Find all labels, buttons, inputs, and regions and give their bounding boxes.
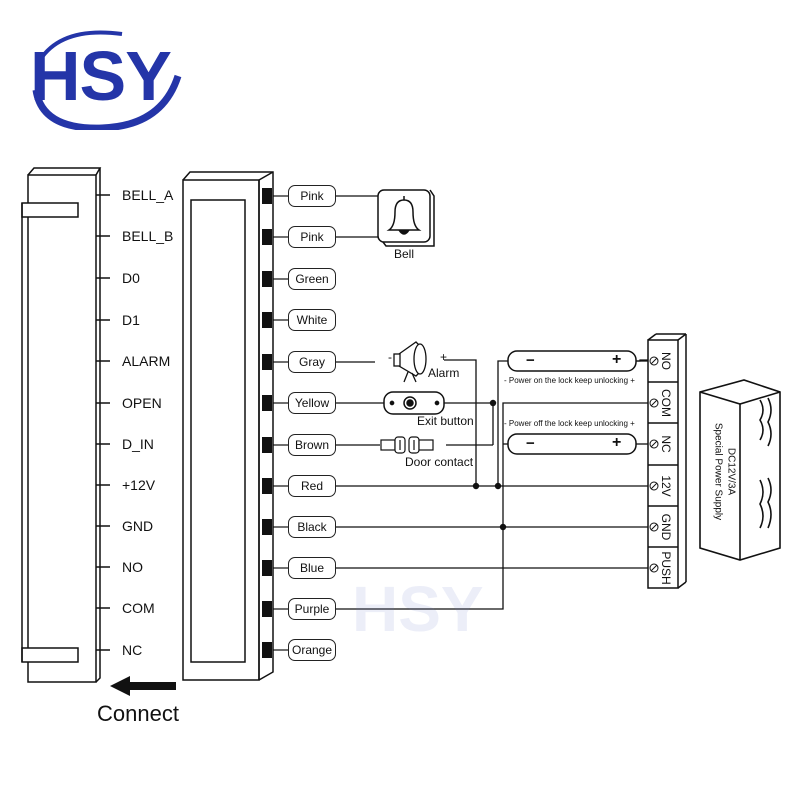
lock-no-minus: − [526,352,535,369]
watermark: HSY [352,573,484,645]
wire-tag-yellow: Yellow [288,392,336,414]
terminal-com: COM [659,389,673,417]
pin-label-bell-a: BELL_A [122,187,174,203]
logo-swoosh [32,30,182,130]
pin-label-gnd: GND [122,518,154,534]
lock-no-bar [507,350,637,372]
pin-label-d1: D1 [122,312,140,328]
lock-nc-minus: − [526,435,535,452]
power-supply-box [699,379,781,561]
alarm-minus-label: - [388,350,392,364]
pin-label-no: NO [122,559,143,575]
bell-icon [377,189,435,247]
alarm-label: Alarm [428,366,460,380]
connector-pins [262,188,272,658]
bell-label: Bell [394,247,415,261]
terminal-nc: NC [659,435,673,453]
wire-tag-pink-a: Pink [288,185,336,207]
arrow-left-icon [110,676,176,696]
wire-tag-orange: Orange [288,639,336,661]
lock-no-plus: + [612,351,622,368]
wire-tag-brown: Brown [288,434,336,456]
controller-board [21,167,102,683]
pin-label-nc: NC [122,642,143,658]
terminal-push: PUSH [659,551,673,585]
terminal-no: NO [659,352,673,370]
pin-label-d-in: D_IN [122,436,154,452]
wiring [334,195,648,610]
wire-tag-blue: Blue [288,557,336,579]
wire-tag-gray: Gray [288,351,336,373]
pin-label-alarm: ALARM [122,353,171,369]
alarm-plus-label: + [440,350,448,364]
terminal-gnd: GND [659,513,673,541]
lock-nc-note: - Power off the lock keep unlocking + [504,419,635,428]
psu-rating: DC12V/3A [725,447,737,496]
psu-description: Special Power Supply [712,422,724,521]
terminal-block [647,333,687,589]
wire-tag-black: Black [288,516,336,538]
siren-icon [393,341,427,383]
lock-nc-bar [507,433,637,455]
pin-label-bell-b: BELL_B [122,228,174,244]
pin-label-d0: D0 [122,270,140,286]
wire-tag-purple: Purple [288,598,336,620]
push-button-icon [383,391,445,415]
wire-tag-pink-b: Pink [288,226,336,248]
door-contact-label: Door contact [405,455,474,469]
wire-tag-white: White [288,309,336,331]
lock-nc-plus: + [612,434,622,451]
lock-no-note: - Power on the lock keep unlocking + [504,376,635,385]
screw-terminal-icon [649,356,659,573]
connect-label: Connect [97,701,179,726]
connector-leads [273,195,288,651]
junction-dots [472,399,507,531]
pin-ticks [96,194,110,651]
terminal-12v: 12V [659,475,673,497]
pin-label-12v: +12V [122,477,156,493]
wire-tag-green: Green [288,268,336,290]
logo-text: HSY [30,37,172,115]
wire-tag-red: Red [288,475,336,497]
pin-label-open: OPEN [122,395,162,411]
brand-logo: HSY [22,30,182,130]
connector-block [182,171,274,681]
door-contact-icon [380,436,434,454]
pin-label-com: COM [122,600,155,616]
exit-button-label: Exit button [417,414,474,428]
